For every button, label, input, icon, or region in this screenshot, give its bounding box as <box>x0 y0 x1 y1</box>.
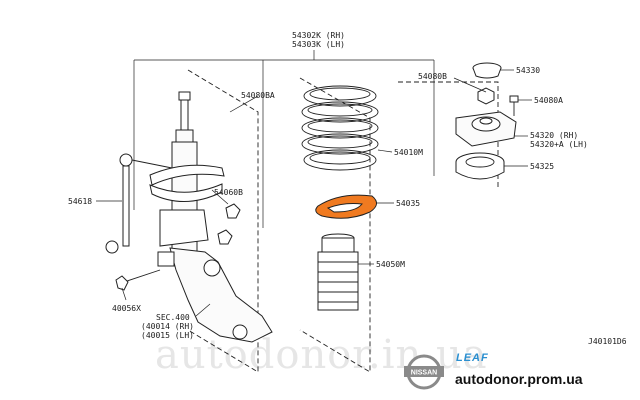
label-upper-mount-lh: 54320+A (LH) <box>530 140 588 149</box>
coil-spring <box>301 85 379 171</box>
coil-1 <box>303 85 377 107</box>
leader-54060b <box>211 189 229 205</box>
link-arm <box>131 159 173 169</box>
nissan-logo-text: NISSAN <box>411 370 437 377</box>
label-bracket-bolt: 54080BA <box>241 91 275 100</box>
piston-rod <box>180 99 189 131</box>
label-mount-cap: 54330 <box>516 66 540 75</box>
upper-mount <box>455 111 517 147</box>
mount-cap <box>472 62 502 79</box>
coil-4-inner <box>307 135 373 149</box>
label-coil-spring: 54010M <box>394 148 423 157</box>
leaf-model-label: LEAF <box>456 352 489 364</box>
label-spring-seat: 54035 <box>396 199 420 208</box>
rod-nut <box>178 91 191 101</box>
label-mount-bolt: 54080A <box>534 96 563 105</box>
label-strut-rh: 54302K (RH) <box>292 31 345 40</box>
leader-40056x <box>121 287 127 301</box>
link-upper-ball <box>119 153 133 167</box>
coil-4 <box>301 133 379 155</box>
link-rod <box>122 165 130 247</box>
boot-bellows <box>317 251 359 311</box>
label-knuckle-lh: (40015 (LH) <box>141 331 194 340</box>
coil-2 <box>301 101 379 123</box>
label-mount-nut: 54080B <box>418 72 447 81</box>
bracket-bolt-part <box>225 203 241 219</box>
coil-3-inner <box>307 119 373 133</box>
label-lower-bolt: 40056X <box>112 304 141 313</box>
nissan-logo-bar <box>404 366 444 377</box>
coil-5 <box>303 149 377 171</box>
lower-bolt <box>115 269 161 291</box>
steering-knuckle <box>157 247 273 343</box>
label-bearing: 54325 <box>530 162 554 171</box>
strut-spring-seat <box>149 164 225 186</box>
spring-seat-ring <box>315 194 377 219</box>
coil-2-inner <box>307 103 373 117</box>
bolt-head <box>115 275 129 291</box>
leader-54080b <box>453 77 487 93</box>
strut-collar <box>175 129 194 143</box>
strut-bracket <box>159 209 209 247</box>
bearing-inner <box>465 156 495 168</box>
mount-bolt-head <box>509 95 519 103</box>
cap-side <box>472 67 502 79</box>
drawing-number: J40101D6 <box>588 337 627 346</box>
boot-collar <box>321 237 355 253</box>
label-knuckle-rh: (40014 (RH) <box>141 322 194 331</box>
mount-nut-part <box>477 87 495 105</box>
label-upper-mount-rh: 54320 (RH) <box>530 131 578 140</box>
knuckle-arm-hole <box>232 324 248 340</box>
nissan-logo: NISSAN <box>404 354 444 390</box>
stabilizer-link <box>105 153 173 254</box>
site-brand-label: autodonor.prom.ua <box>455 371 583 387</box>
bearing-side <box>455 162 505 180</box>
shock-absorber-strut <box>149 91 225 253</box>
strut-assembly-outline <box>187 69 259 373</box>
bump-boot <box>317 233 359 311</box>
coil-3 <box>301 117 379 139</box>
strut-seat-lip <box>149 183 223 203</box>
label-bump-boot: 54050M <box>376 260 405 269</box>
label-strut-lh: 54303K (LH) <box>292 40 345 49</box>
leader-54080ba <box>229 95 259 113</box>
knuckle-clamp <box>157 251 175 267</box>
link-lower-ball <box>105 240 119 254</box>
bolt-shank <box>123 269 161 283</box>
spring-assembly-outline <box>299 77 371 373</box>
knuckle-hub-boss <box>203 259 221 277</box>
leader-54010m <box>377 149 393 153</box>
label-stabilizer-link: 54618 <box>68 197 92 206</box>
label-knuckle-sec: SEC.400 <box>156 313 190 322</box>
label-lower-nut: 54060B <box>214 188 243 197</box>
coil-5-inner <box>309 151 371 165</box>
strut-bearing <box>455 152 505 180</box>
mount-assembly-outline <box>398 81 499 188</box>
upper-mount-hole <box>479 117 493 125</box>
leader-sec400 <box>195 303 211 317</box>
knuckle-body <box>169 247 273 343</box>
lower-nut-part <box>217 229 233 245</box>
spring-seat-highlighted <box>315 194 377 219</box>
mount-bolt-part <box>509 95 519 116</box>
coil-1-inner <box>309 87 371 101</box>
